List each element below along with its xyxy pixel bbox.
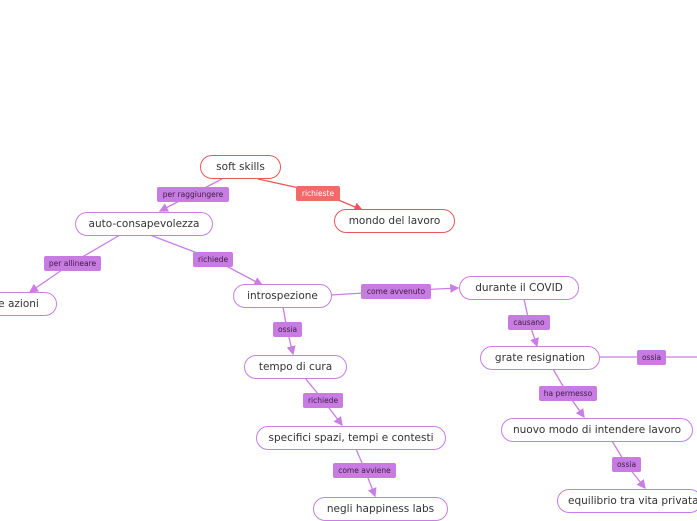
node-equilibrio-vita-privata[interactable]: equilibrio tra vita privata xyxy=(557,489,697,513)
node-tempo-di-cura[interactable]: tempo di cura xyxy=(244,355,347,379)
label-richiede-2: richiede xyxy=(303,393,343,408)
node-happiness-labs[interactable]: negli happiness labs xyxy=(313,497,448,521)
node-nuovo-modo-lavoro[interactable]: nuovo modo di intendere lavoro xyxy=(501,418,693,442)
node-spazi-tempi-contesti[interactable]: specifici spazi, tempi e contesti xyxy=(256,426,446,450)
node-azioni[interactable]: e azioni xyxy=(0,292,57,316)
label-ossia-1: ossia xyxy=(273,322,302,337)
node-durante-il-covid[interactable]: durante il COVID xyxy=(459,276,579,300)
label-ossia-3: ossia xyxy=(612,457,641,472)
label-richieste: richieste xyxy=(296,186,340,201)
label-causano: causano xyxy=(508,315,550,330)
label-per-allineare: per allineare xyxy=(44,256,101,271)
label-ossia-2: ossia xyxy=(637,350,666,365)
node-introspezione[interactable]: introspezione xyxy=(233,284,332,308)
node-auto-consapevolezza[interactable]: auto-consapevolezza xyxy=(75,212,213,236)
label-ha-permesso: ha permesso xyxy=(539,386,597,401)
node-mondo-del-lavoro[interactable]: mondo del lavoro xyxy=(334,209,455,233)
label-come-avvenuto: come avvenuto xyxy=(361,284,431,299)
label-richiede-1: richiede xyxy=(193,252,233,267)
node-soft-skills[interactable]: soft skills xyxy=(200,155,281,179)
node-grate-resignation[interactable]: grate resignation xyxy=(480,346,600,370)
label-come-avviene: come avviene xyxy=(333,463,396,478)
label-per-raggiungere: per raggiungere xyxy=(157,187,229,202)
